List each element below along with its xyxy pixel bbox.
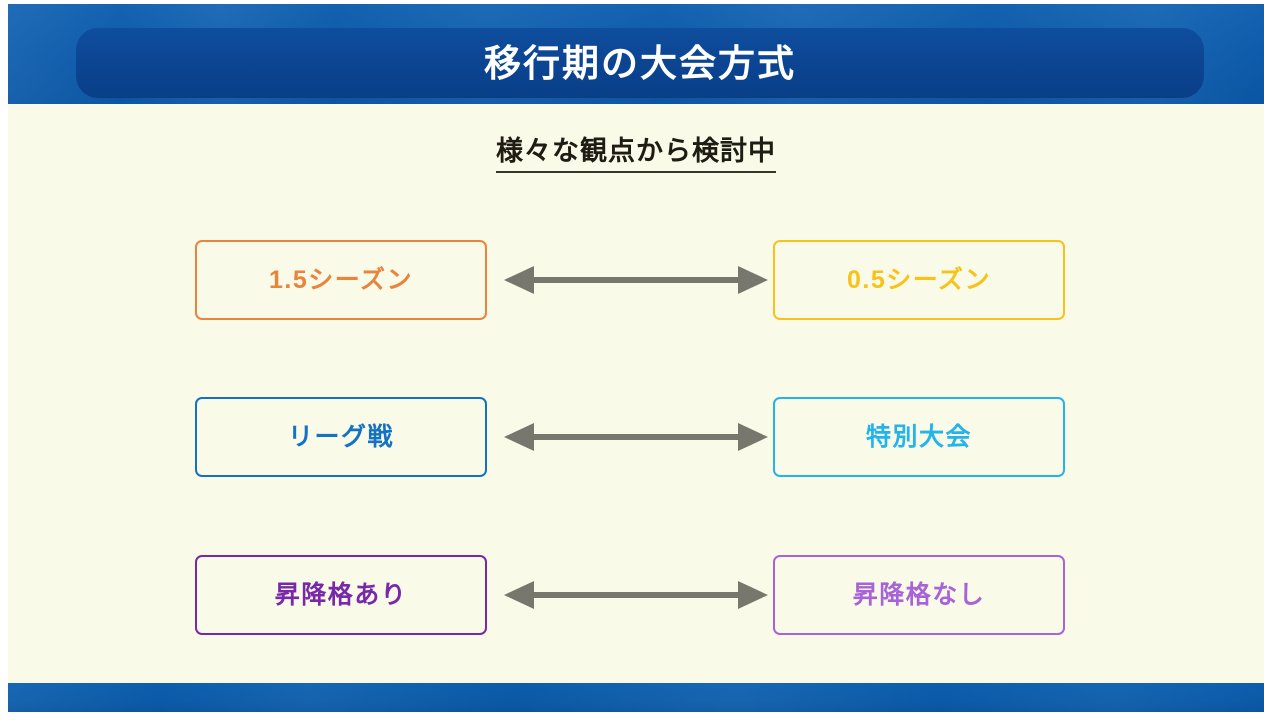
double-headed-arrow-icon (504, 579, 768, 611)
option-label: 昇降格あり (274, 580, 408, 609)
double-headed-arrow-icon (504, 421, 768, 453)
option-label: 特別大会 (865, 422, 972, 451)
option-box-left[interactable]: リーグ戦 (195, 397, 487, 477)
option-box-left[interactable]: 1.5シーズン (195, 240, 487, 320)
header-title-plate: 移行期の大会方式 (76, 28, 1204, 98)
comparison-row: リーグ戦 特別大会 (8, 397, 1264, 477)
option-label: 0.5シーズン (846, 265, 991, 294)
option-box-right[interactable]: 0.5シーズン (773, 240, 1065, 320)
option-label: 昇降格なし (852, 580, 986, 609)
option-box-right[interactable]: 特別大会 (773, 397, 1065, 477)
option-label: 1.5シーズン (268, 265, 413, 294)
option-box-left[interactable]: 昇降格あり (195, 555, 487, 635)
content-area: 様々な観点から検討中 1.5シーズン 0.5シーズン (8, 104, 1264, 683)
header-band: 移行期の大会方式 (8, 4, 1264, 104)
subtitle-container: 様々な観点から検討中 (8, 136, 1264, 174)
subtitle-text: 様々な観点から検討中 (496, 136, 776, 174)
comparison-row: 昇降格あり 昇降格なし (8, 555, 1264, 635)
option-box-right[interactable]: 昇降格なし (773, 555, 1065, 635)
comparison-rows: 1.5シーズン 0.5シーズン リーグ戦 (8, 104, 1264, 683)
page-title: 移行期の大会方式 (484, 42, 796, 84)
option-label: リーグ戦 (287, 422, 394, 451)
comparison-row: 1.5シーズン 0.5シーズン (8, 240, 1264, 320)
footer-band (8, 683, 1264, 712)
double-headed-arrow-icon (504, 264, 768, 296)
